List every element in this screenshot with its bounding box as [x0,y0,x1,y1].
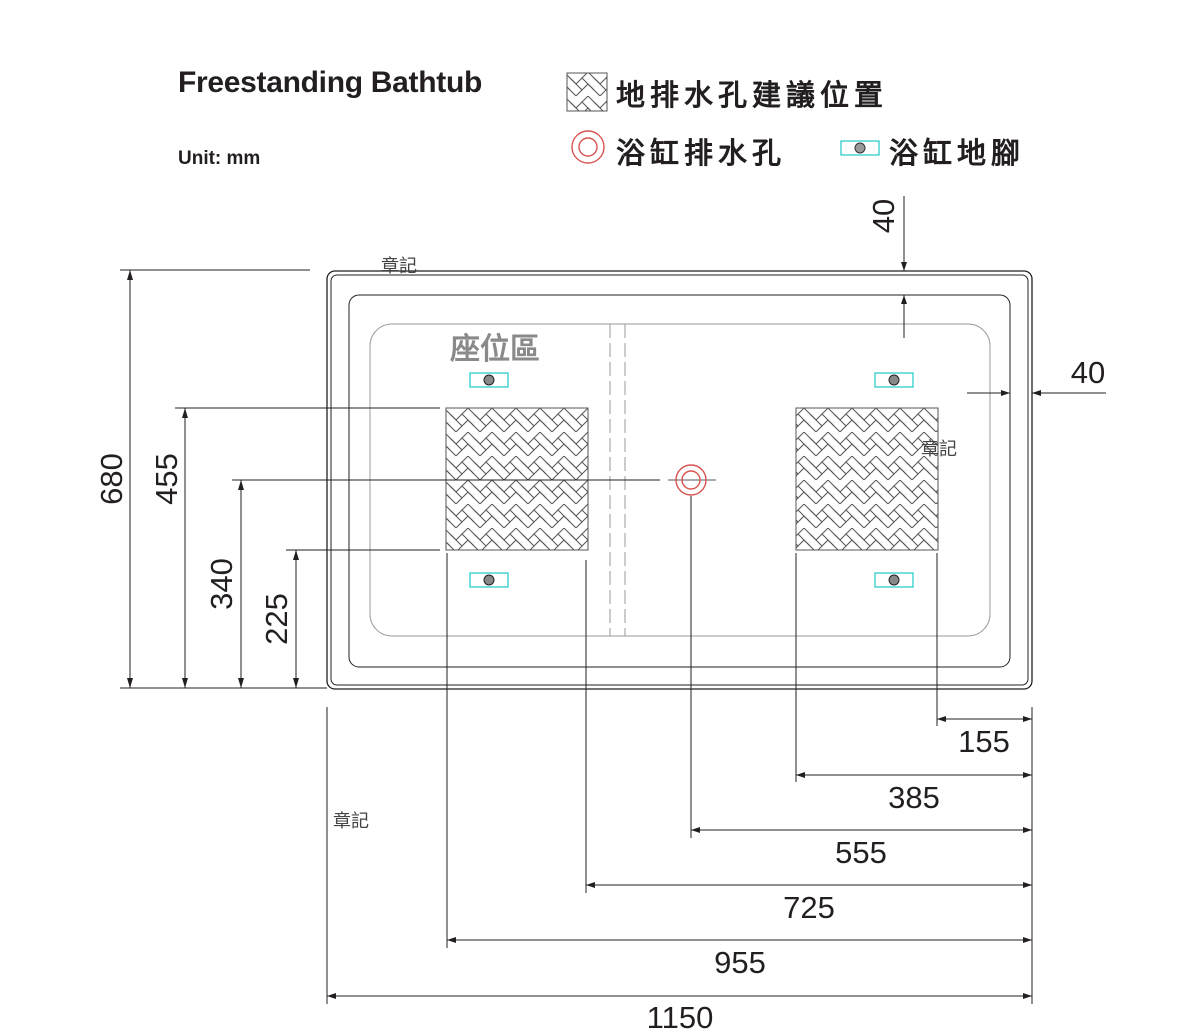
seat-area-label: 座位區 [450,332,540,367]
tub-foot-bottom-right [874,572,914,588]
stamp-top: 章記 [381,256,417,277]
dim-555: 555 [835,835,887,870]
dim-340: 340 [204,558,239,610]
dim-725: 725 [783,890,835,925]
bottom-dimension-lines [326,496,1033,1004]
tub-foot-top-right [874,372,914,388]
tub-inner-basin [348,294,1011,668]
unit-label: Unit: mm [178,148,261,169]
legend-tub-drain-label: 浴缸排水孔 [616,136,787,170]
left-dimension-arrows [127,270,299,688]
dim-overall-length: 1150 [647,1000,714,1035]
dim-top-margin: 40 [866,199,901,233]
margin-dimension-arrows [901,262,1041,396]
floor-drain-zone-left [445,407,589,551]
left-dimension-lines [120,269,660,689]
dim-right-margin: 40 [1071,355,1105,390]
legend-floor-drain-icon [566,72,608,112]
dim-155: 155 [958,724,1010,759]
tub-drain [668,464,716,496]
dim-225: 225 [259,593,294,645]
bottom-dimension-arrows [327,716,1032,999]
dim-955: 955 [714,945,766,980]
dim-385: 385 [888,780,940,815]
floor-drain-zone-right [795,407,939,551]
legend-tub-foot-label: 浴缸地腳 [889,136,1026,170]
dim-455: 455 [149,453,184,505]
legend-tub-foot-icon [840,140,880,156]
tub-foot-bottom-left [469,572,509,588]
tub-foot-top-left [469,372,509,388]
legend-tub-drain-icon [571,130,605,164]
dim-overall-width: 680 [94,453,129,505]
stamp-bottom: 章記 [333,811,369,832]
legend-floor-drain-label: 地排水孔建議位置 [616,78,889,112]
drawing-title: Freestanding Bathtub [178,66,483,99]
stamp-middle: 章記 [921,439,957,460]
